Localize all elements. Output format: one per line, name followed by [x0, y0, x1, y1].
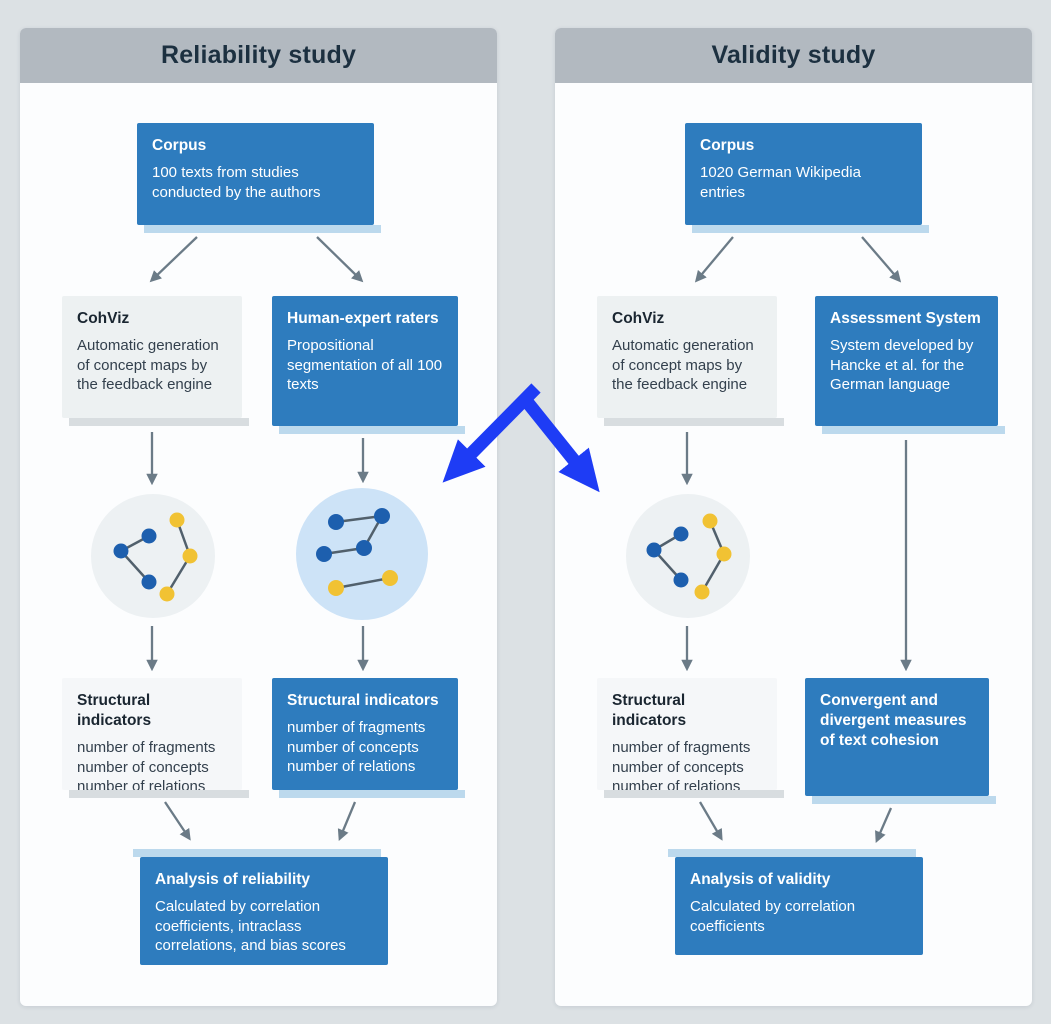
indicators-title: Structural indicators	[77, 692, 152, 730]
analysis-title: Analysis of reliability	[155, 871, 311, 888]
reliability-panel: Reliability study Corpus 100 texts from …	[20, 28, 497, 1006]
concept-map-circle	[626, 494, 750, 618]
corpus-body: 100 texts from studies conducted by the …	[152, 164, 321, 201]
indicator-line: number of concepts	[287, 738, 419, 756]
cohesion-title: Convergent and divergent measures of tex…	[820, 692, 967, 750]
analysis-body: Calculated by correlation coefficients	[690, 898, 856, 935]
cohviz-body: Automatic generation of concept maps by …	[77, 337, 219, 394]
concept-map-icon	[646, 513, 732, 600]
structural-indicators-box: Structural indicators number of fragment…	[62, 678, 249, 798]
analysis-of-validity-box: Analysis of validity Calculated by corre…	[668, 849, 923, 955]
assessment-system-box: Assessment System System developed by Ha…	[815, 296, 1005, 434]
reliability-panel-title: Reliability study	[20, 28, 497, 83]
cohviz-box: CohViz Automatic generation of concept m…	[62, 296, 249, 426]
concept-map-icon	[113, 512, 198, 602]
cohviz-body: Automatic generation of concept maps by …	[612, 337, 754, 394]
cohesion-measures-box: Convergent and divergent measures of tex…	[805, 678, 996, 804]
analysis-of-reliability-box: Analysis of reliability Calculated by co…	[133, 849, 388, 965]
corpus-body: 1020 German Wikipedia entries	[700, 164, 861, 201]
indicator-line: number of fragments	[612, 739, 751, 757]
indicator-line: number of relations	[287, 758, 416, 776]
corpus-box: Corpus 1020 German Wikipedia entries	[685, 123, 929, 233]
indicators-title: Structural indicators	[612, 692, 687, 730]
indicator-line: number of relations	[77, 778, 206, 796]
structural-indicators-box: Structural indicators number of fragment…	[272, 678, 465, 798]
cohviz-box: CohViz Automatic generation of concept m…	[597, 296, 784, 426]
indicator-line: number of relations	[612, 778, 741, 796]
validity-panel-title: Validity study	[555, 28, 1032, 83]
concept-map-circle	[296, 488, 428, 620]
indicator-line: number of fragments	[77, 739, 216, 757]
analysis-body: Calculated by correlation coefficients, …	[155, 898, 346, 955]
indicators-title: Structural indicators	[287, 692, 439, 709]
cohviz-title: CohViz	[612, 310, 665, 327]
concept-map-circle	[91, 494, 215, 618]
indicator-line: number of concepts	[77, 758, 209, 776]
indicator-line: number of fragments	[287, 719, 426, 737]
cohviz-title: CohViz	[77, 310, 130, 327]
corpus-title: Corpus	[700, 137, 755, 154]
raters-body: Propositional segmentation of all 100 te…	[287, 337, 443, 394]
corpus-title: Corpus	[152, 137, 207, 154]
corpus-box: Corpus 100 texts from studies conducted …	[137, 123, 381, 233]
raters-title: Human-expert raters	[287, 310, 439, 327]
assessment-body: System developed by Hancke et al. for th…	[830, 337, 974, 394]
indicator-line: number of concepts	[612, 758, 744, 776]
analysis-title: Analysis of validity	[690, 871, 831, 888]
assessment-title: Assessment System	[830, 310, 981, 327]
validity-panel: Validity study Corpus 1020 German Wikipe…	[555, 28, 1032, 1006]
concept-map-icon	[316, 508, 398, 596]
human-expert-raters-box: Human-expert raters Propositional segmen…	[272, 296, 465, 434]
structural-indicators-box: Structural indicators number of fragment…	[597, 678, 784, 798]
